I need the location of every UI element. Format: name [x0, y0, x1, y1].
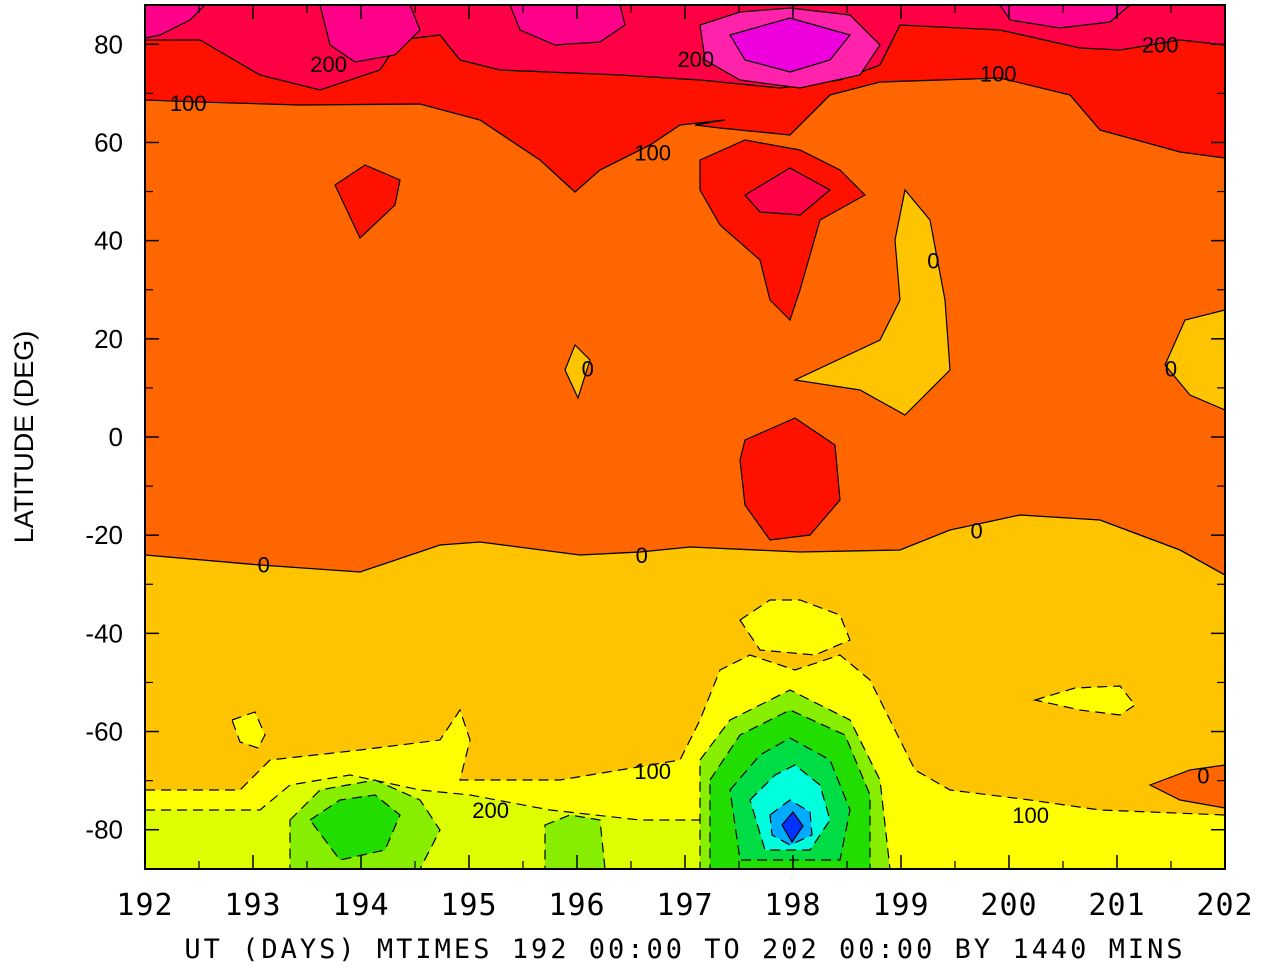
x-tick-label: 198	[764, 888, 821, 923]
contour-label: 0	[258, 553, 270, 578]
x-axis-title: UT (DAYS) MTIMES 192 00:00 TO 202 00:00 …	[184, 934, 1185, 965]
contour-blob-se	[1148, 764, 1225, 809]
contour-label: 100	[980, 62, 1017, 87]
contour-blob-n4-inner	[729, 17, 852, 73]
y-tick-label: -20	[85, 520, 123, 550]
contour-label: 0	[927, 248, 939, 273]
contour-blob-n-zero-b	[564, 343, 591, 400]
y-tick-label: 0	[109, 422, 123, 452]
contour-label: 200	[472, 798, 509, 823]
contour-band-north-100	[145, 5, 1225, 193]
contour-blob-n3	[509, 5, 626, 46]
x-tick-label: 195	[440, 888, 497, 923]
contour-blob-mid1	[334, 164, 401, 240]
contour-blob-mid2	[699, 139, 866, 322]
contour-labels: 200 200 200 100 100 100 0 0 0 0 0 0 100 200 100 0	[170, 32, 1210, 828]
contour-blob-s-b	[1032, 685, 1136, 716]
contour-blob-n-zero-c	[1164, 309, 1225, 411]
contour-blob-green-a-inner	[309, 794, 401, 861]
y-tick-label: 60	[94, 127, 123, 157]
contour-label: 0	[1197, 764, 1209, 789]
x-tick-label: 201	[1088, 888, 1145, 923]
contour-blob-n-zero-a	[792, 188, 951, 416]
x-tick-label: 196	[548, 888, 605, 923]
contour-blob-n2	[319, 5, 421, 63]
y-axis: -80 -60 -40 -20 0 20 40 60 80	[85, 29, 1225, 845]
contour-jet-l6	[781, 811, 804, 844]
contour-label: 100	[634, 140, 671, 165]
x-tick-label: 192	[116, 888, 173, 923]
contour-blob-eq	[739, 417, 841, 541]
contour-blob-s-c	[231, 711, 266, 749]
x-tick-label: 202	[1196, 888, 1253, 923]
y-tick-label: 80	[94, 29, 123, 59]
contour-label: 100	[170, 91, 207, 116]
contour-label: 200	[677, 47, 714, 72]
contour-blob-green-b	[544, 814, 606, 869]
contour-label: 0	[636, 543, 648, 568]
y-tick-label: 40	[94, 226, 123, 256]
y-axis-title: LATITUDE (DEG)	[9, 331, 39, 544]
x-tick-label: 194	[332, 888, 389, 923]
x-tick-label: 193	[224, 888, 281, 923]
contour-blob-mid2-inner	[744, 167, 832, 216]
contour-label: 200	[310, 52, 347, 77]
contour-blob-s-a	[739, 599, 851, 656]
y-tick-label: -60	[85, 717, 123, 747]
contour-blob-n1	[145, 5, 206, 39]
contour-label: 100	[1012, 803, 1049, 828]
x-tick-label: 200	[980, 888, 1037, 923]
contour-label: 200	[1142, 32, 1179, 57]
y-tick-label: -40	[85, 618, 123, 648]
contour-label: 0	[1165, 356, 1177, 381]
contour-fill	[145, 5, 1225, 869]
contour-label: 0	[582, 356, 594, 381]
contour-label: 0	[970, 518, 982, 543]
y-tick-label: -80	[85, 815, 123, 845]
x-axis: 192 193 194 195 196 197 198 199 200 201 202	[116, 5, 1253, 923]
x-tick-label: 199	[872, 888, 929, 923]
x-tick-label: 197	[656, 888, 713, 923]
contour-label: 100	[634, 759, 671, 784]
y-tick-label: 20	[94, 324, 123, 354]
